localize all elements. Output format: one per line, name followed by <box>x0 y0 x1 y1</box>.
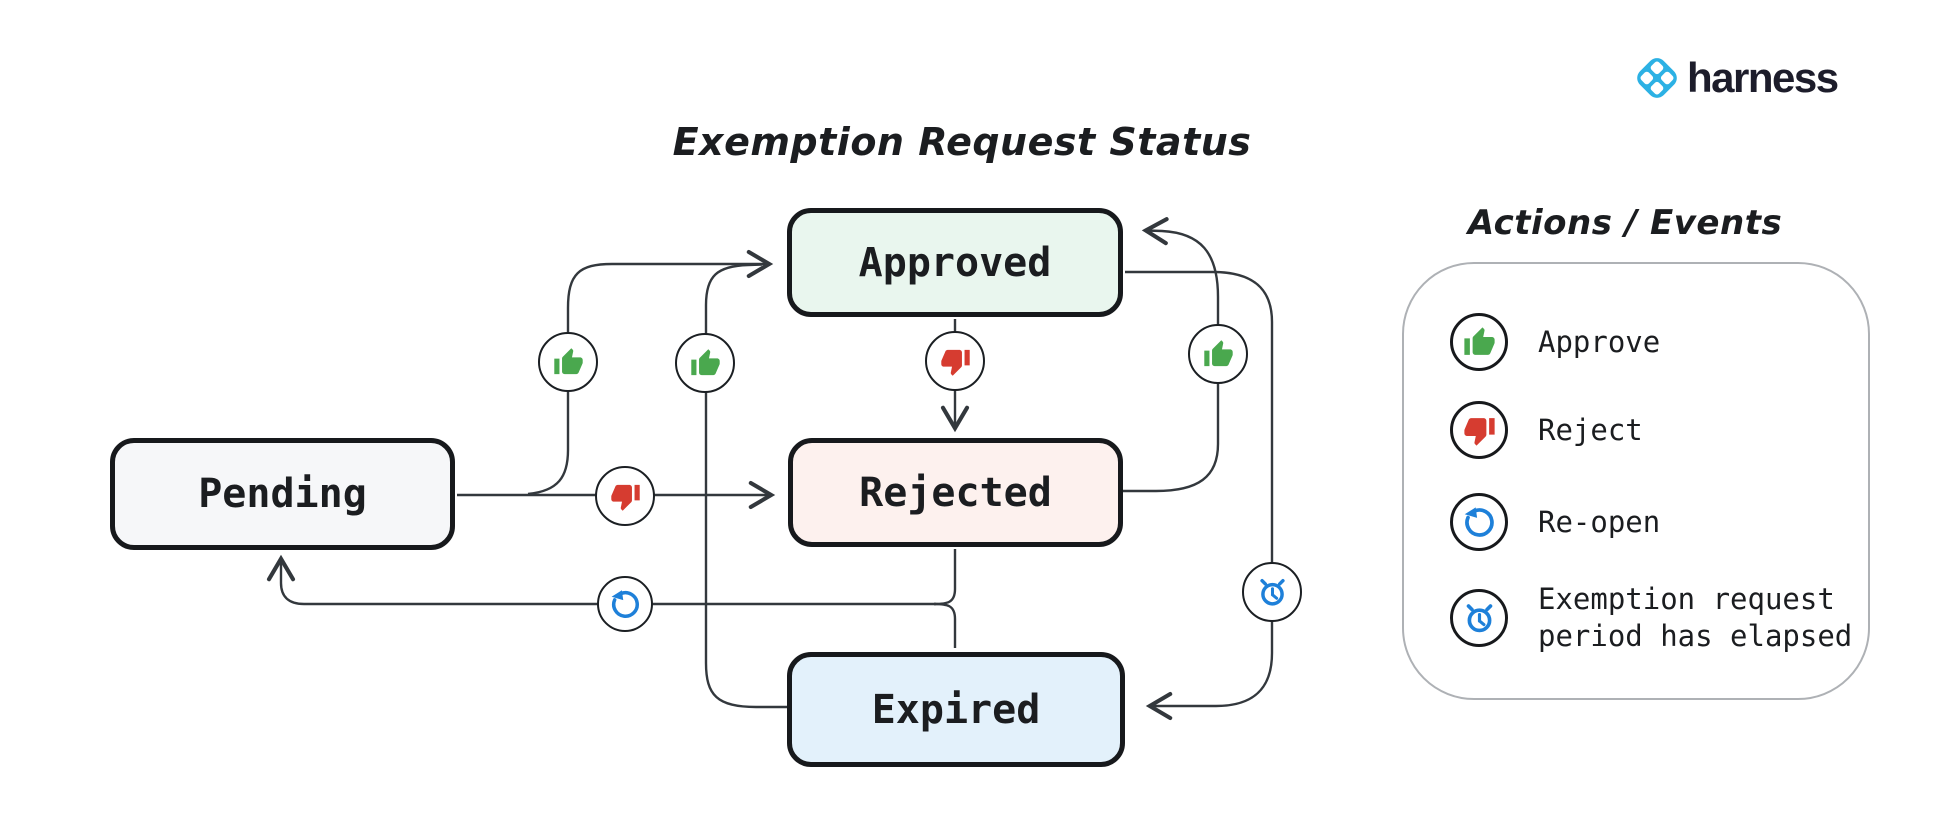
approve-badge-rejected-approved <box>1188 324 1248 384</box>
state-label: Rejected <box>859 469 1052 516</box>
legend-box: Approve Reject Re-open <box>1402 262 1870 700</box>
legend-label: Re-open <box>1538 504 1661 539</box>
thumbs-down-icon <box>940 349 970 376</box>
approve-badge-expired-approved <box>675 333 735 393</box>
legend-label: Reject <box>1538 412 1643 447</box>
thumbs-down-icon <box>1463 417 1495 446</box>
harness-logo: harness <box>1632 53 1839 103</box>
legend-item-period-elapsed: Exemption request period has elapsed <box>1450 581 1873 655</box>
edge-expired-reopen-stub <box>933 602 957 648</box>
harness-logo-text: harness <box>1687 54 1839 101</box>
state-node-pending: Pending <box>110 438 455 550</box>
approve-badge-pending-approved <box>538 332 598 392</box>
edge-expired-approved <box>704 263 787 709</box>
state-node-expired: Expired <box>787 652 1125 767</box>
reject-badge-pending-rejected <box>595 466 655 526</box>
state-node-rejected: Rejected <box>788 438 1123 547</box>
state-label: Pending <box>198 471 367 517</box>
edge-rejected-reopen-stub <box>933 549 957 606</box>
legend-item-reopen: Re-open <box>1450 493 1660 551</box>
state-label: Expired <box>871 686 1041 733</box>
alarm-clock-icon <box>1466 603 1492 632</box>
alarm-clock-icon <box>1259 578 1285 606</box>
reopen-icon <box>1464 506 1494 537</box>
reopen-badge-to-pending <box>597 576 653 632</box>
legend-label: Approve <box>1538 324 1661 359</box>
thumbs-up-icon <box>1463 326 1495 355</box>
reject-badge-approved-rejected <box>925 331 985 391</box>
legend-label: Exemption request period has elapsed <box>1538 582 1853 653</box>
edge-rejected-approved <box>1123 217 1220 493</box>
thumbs-up-icon <box>1203 339 1233 366</box>
thumbs-up-icon <box>553 347 583 374</box>
state-node-approved: Approved <box>787 208 1123 317</box>
edge-approved-expired <box>1125 270 1274 721</box>
thumbs-down-icon <box>610 484 640 511</box>
reopen-icon <box>611 589 639 618</box>
harness-logo-icon <box>1637 58 1677 98</box>
state-label: Approved <box>858 239 1052 286</box>
page-title: Exemption Request Status <box>672 120 1252 164</box>
legend-item-approve: Approve <box>1450 313 1660 371</box>
clock-badge-approved-expired <box>1242 562 1302 622</box>
edge-pending-approved <box>527 249 774 496</box>
edge-reopen-to-pending <box>266 554 936 606</box>
legend-title: Actions / Events <box>1467 203 1783 243</box>
legend-item-reject: Reject <box>1450 401 1643 459</box>
thumbs-up-icon <box>690 348 720 375</box>
